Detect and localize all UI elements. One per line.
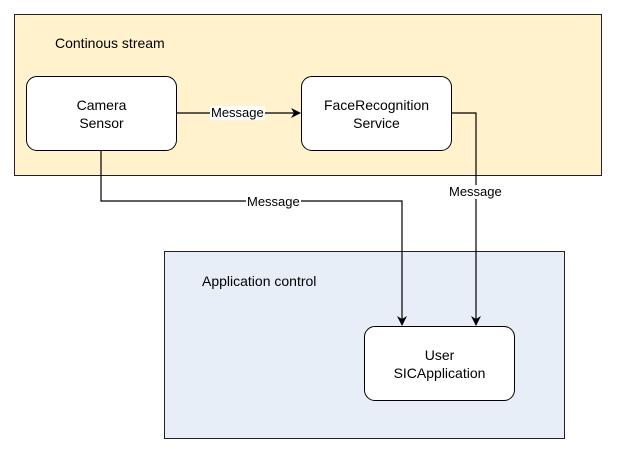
edge-face-to-user: [452, 112, 481, 326]
node-camera-sensor: Camera Sensor: [26, 76, 177, 151]
node-camera-sensor-line1: Camera: [76, 96, 127, 113]
node-user-sic-application-line1: User: [424, 346, 455, 363]
edge-label-face-to-user: Message: [448, 184, 503, 199]
node-user-sic-application-line2: SICApplication: [393, 364, 486, 381]
edge-label-camera-to-user: Message: [246, 194, 301, 209]
node-face-recognition-service-line1: FaceRecognition: [323, 96, 430, 113]
group-label-continuous-stream: Continous stream: [55, 35, 165, 51]
edge-camera-to-user: [100, 151, 407, 326]
edge-label-camera-to-face: Message: [210, 105, 265, 120]
group-label-application-control: Application control: [202, 273, 317, 289]
node-face-recognition-service-line2: Service: [353, 114, 400, 131]
node-user-sic-application: User SICApplication: [364, 326, 515, 401]
node-face-recognition-service: FaceRecognition Service: [301, 76, 452, 151]
node-camera-sensor-line2: Sensor: [79, 114, 124, 131]
